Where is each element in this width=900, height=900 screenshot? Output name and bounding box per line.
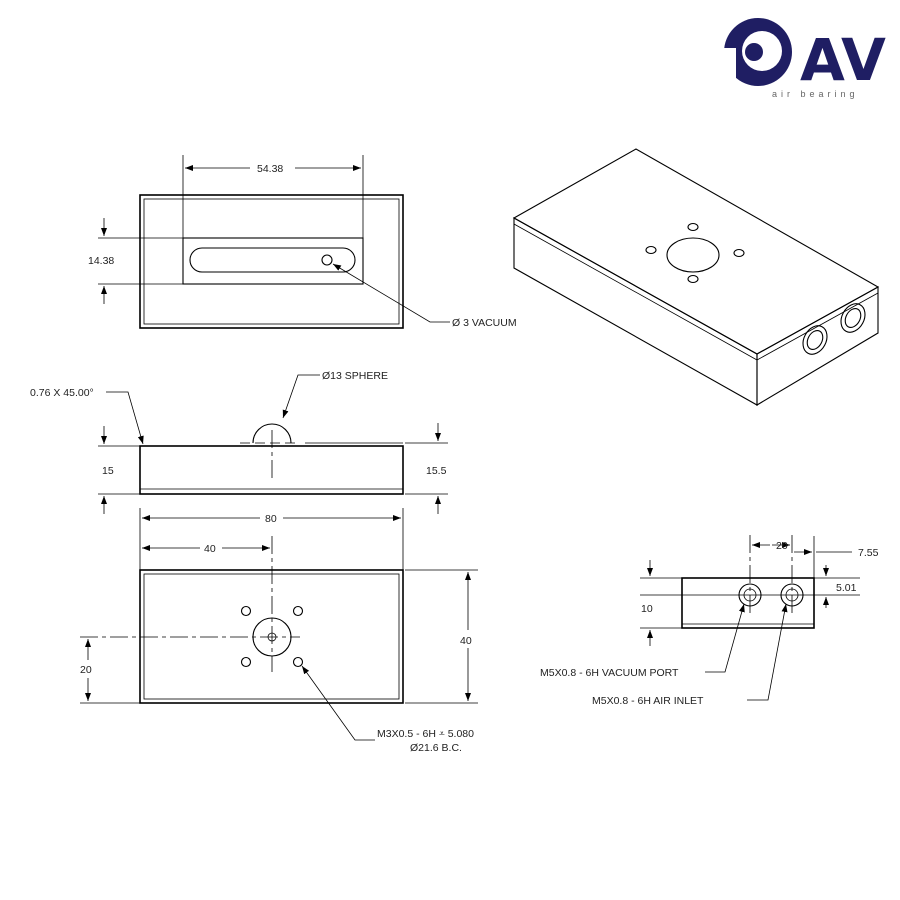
bottom-width-dim: 80 <box>265 513 277 525</box>
top-view: 54.38 14.38 Ø 3 VACUUM <box>88 155 517 329</box>
bottom-view: 80 40 40 20 M3X0.5 - 6H ⩡ 5.080 Ø21.6 B.… <box>80 508 478 754</box>
isometric-view <box>512 148 880 406</box>
bottom-half-dim: 40 <box>204 543 216 555</box>
side-edge-dim: 7.55 <box>858 547 879 559</box>
logo-dot <box>745 43 763 61</box>
top-width-dim: 54.38 <box>257 163 283 175</box>
front-right-dim: 15.5 <box>426 465 447 477</box>
side-spacing-dim: 20 <box>776 540 788 552</box>
logo-mark: AV <box>800 26 886 94</box>
air-inlet-callout: M5X0.8 - 6H AIR INLET <box>592 695 704 707</box>
side-view: 20 7.55 5.01 10 M5X0.8 - 6H VACUUM PORT … <box>540 535 879 707</box>
chamfer-callout: 0.76 X 45.00° <box>30 387 94 399</box>
thread-callout: M3X0.5 - 6H ⩡ 5.080 <box>377 728 474 740</box>
bottom-offset-dim: 20 <box>80 664 92 676</box>
front-view: 15 15.5 0.76 X 45.00° Ø13 SPHERE <box>30 370 448 514</box>
logo-tagline: air bearing <box>772 89 859 99</box>
side-center-dim: 5.01 <box>836 582 857 594</box>
bottom-height-dim: 40 <box>460 635 472 647</box>
sphere-callout: Ø13 SPHERE <box>322 370 388 382</box>
vacuum-port-callout: M5X0.8 - 6H VACUUM PORT <box>540 667 679 679</box>
bc-callout: Ø21.6 B.C. <box>410 742 462 754</box>
top-height-dim: 14.38 <box>88 255 114 267</box>
company-logo: AV air bearing <box>722 18 886 99</box>
front-left-dim: 15 <box>102 465 114 477</box>
side-height-dim: 10 <box>641 603 653 615</box>
vacuum-callout: Ø 3 VACUUM <box>452 317 517 329</box>
